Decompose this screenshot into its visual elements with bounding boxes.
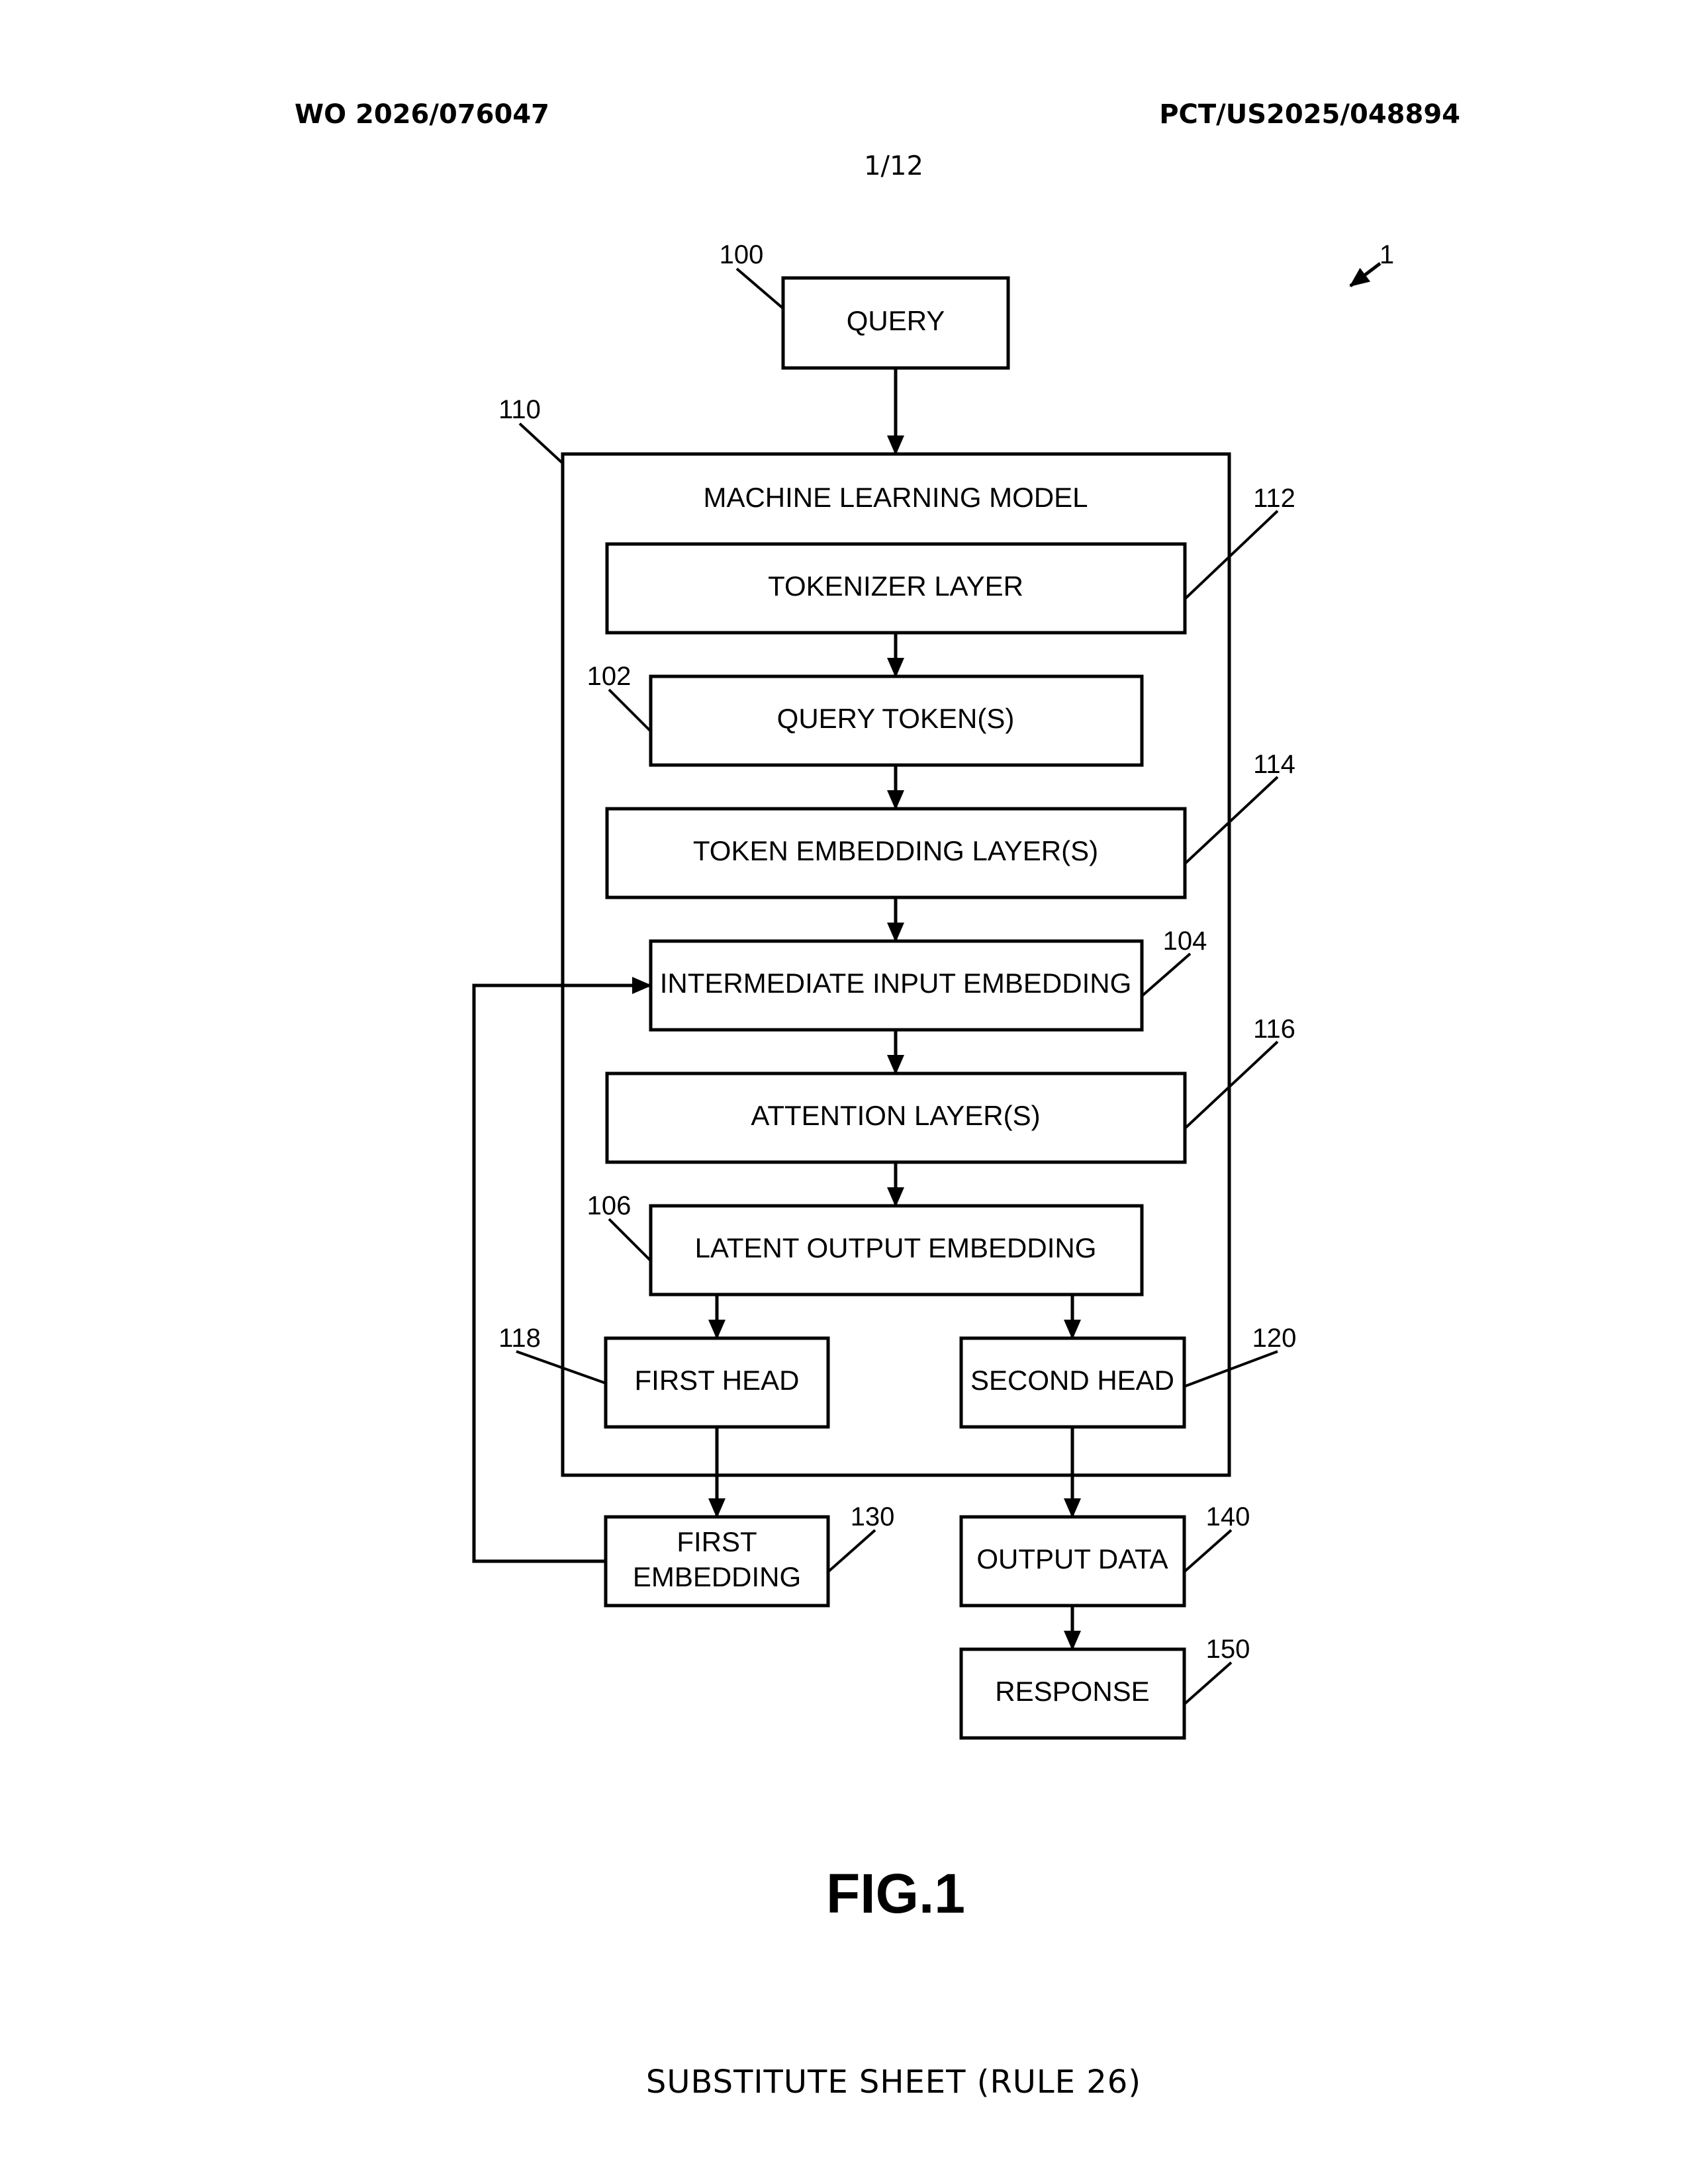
first-embedding-label-line1: FIRST bbox=[677, 1526, 757, 1557]
footer-text: SUBSTITUTE SHEET (RULE 26) bbox=[0, 2064, 1688, 2101]
figure-label: FIG.1 bbox=[826, 1862, 965, 1925]
second-head-node: SECOND HEAD 120 bbox=[961, 1324, 1296, 1427]
intermediate-input-embedding-leader bbox=[1142, 954, 1190, 996]
query-tokens-ref: 102 bbox=[587, 662, 632, 691]
query-label: QUERY bbox=[847, 305, 945, 336]
output-data-node: OUTPUT DATA 140 bbox=[961, 1502, 1250, 1606]
first-head-label: FIRST HEAD bbox=[635, 1365, 800, 1396]
token-embedding-layer-ref: 114 bbox=[1253, 750, 1295, 779]
machine-learning-model-ref: 110 bbox=[498, 395, 541, 424]
intermediate-input-embedding-ref: 104 bbox=[1163, 927, 1207, 956]
token-embedding-layer-label: TOKEN EMBEDDING LAYER(S) bbox=[693, 835, 1098, 866]
figure-reference: 1 bbox=[1350, 240, 1394, 286]
attention-layer-leader bbox=[1185, 1042, 1278, 1128]
attention-layer-ref: 116 bbox=[1253, 1015, 1295, 1044]
intermediate-input-embedding-label: INTERMEDIATE INPUT EMBEDDING bbox=[660, 968, 1132, 999]
tokenizer-layer-ref: 112 bbox=[1253, 484, 1295, 513]
response-leader bbox=[1184, 1662, 1231, 1704]
machine-learning-model-title: MACHINE LEARNING MODEL bbox=[703, 482, 1088, 513]
second-head-label: SECOND HEAD bbox=[970, 1365, 1174, 1396]
tokenizer-layer-leader bbox=[1185, 511, 1278, 599]
first-embedding-leader bbox=[828, 1530, 875, 1572]
first-embedding-label-line2: EMBEDDING bbox=[633, 1561, 801, 1592]
figure-reference-arrow bbox=[1350, 263, 1380, 286]
response-ref: 150 bbox=[1206, 1635, 1250, 1664]
output-data-label: OUTPUT DATA bbox=[976, 1543, 1168, 1574]
latent-output-embedding-label: LATENT OUTPUT EMBEDDING bbox=[695, 1232, 1097, 1263]
first-embedding-node: FIRST EMBEDDING 130 bbox=[606, 1502, 894, 1606]
token-embedding-layer-node: TOKEN EMBEDDING LAYER(S) 114 bbox=[607, 750, 1295, 897]
intermediate-input-embedding-node: INTERMEDIATE INPUT EMBEDDING 104 bbox=[651, 927, 1207, 1030]
output-data-ref: 140 bbox=[1206, 1502, 1250, 1531]
query-ref: 100 bbox=[720, 240, 764, 269]
tokenizer-layer-label: TOKENIZER LAYER bbox=[768, 570, 1023, 602]
second-head-ref: 120 bbox=[1252, 1324, 1297, 1353]
machine-learning-model-leader bbox=[520, 424, 563, 463]
query-leader bbox=[737, 269, 783, 308]
latent-output-embedding-ref: 106 bbox=[587, 1191, 632, 1220]
attention-layer-node: ATTENTION LAYER(S) 116 bbox=[607, 1015, 1295, 1162]
output-data-leader bbox=[1184, 1530, 1231, 1572]
first-embedding-ref: 130 bbox=[851, 1502, 895, 1531]
figure-reference-number: 1 bbox=[1380, 240, 1394, 269]
response-node: RESPONSE 150 bbox=[961, 1635, 1250, 1738]
latent-output-embedding-leader bbox=[609, 1219, 651, 1261]
first-head-ref: 118 bbox=[498, 1324, 541, 1353]
first-head-node: FIRST HEAD 118 bbox=[498, 1324, 828, 1427]
query-tokens-label: QUERY TOKEN(S) bbox=[777, 703, 1015, 734]
query-node: QUERY 100 bbox=[720, 240, 1008, 368]
latent-output-embedding-node: LATENT OUTPUT EMBEDDING 106 bbox=[587, 1191, 1142, 1295]
response-label: RESPONSE bbox=[995, 1676, 1149, 1707]
attention-layer-label: ATTENTION LAYER(S) bbox=[751, 1100, 1040, 1131]
query-tokens-leader bbox=[609, 690, 651, 731]
token-embedding-layer-leader bbox=[1185, 777, 1278, 864]
query-tokens-node: QUERY TOKEN(S) 102 bbox=[587, 662, 1142, 765]
